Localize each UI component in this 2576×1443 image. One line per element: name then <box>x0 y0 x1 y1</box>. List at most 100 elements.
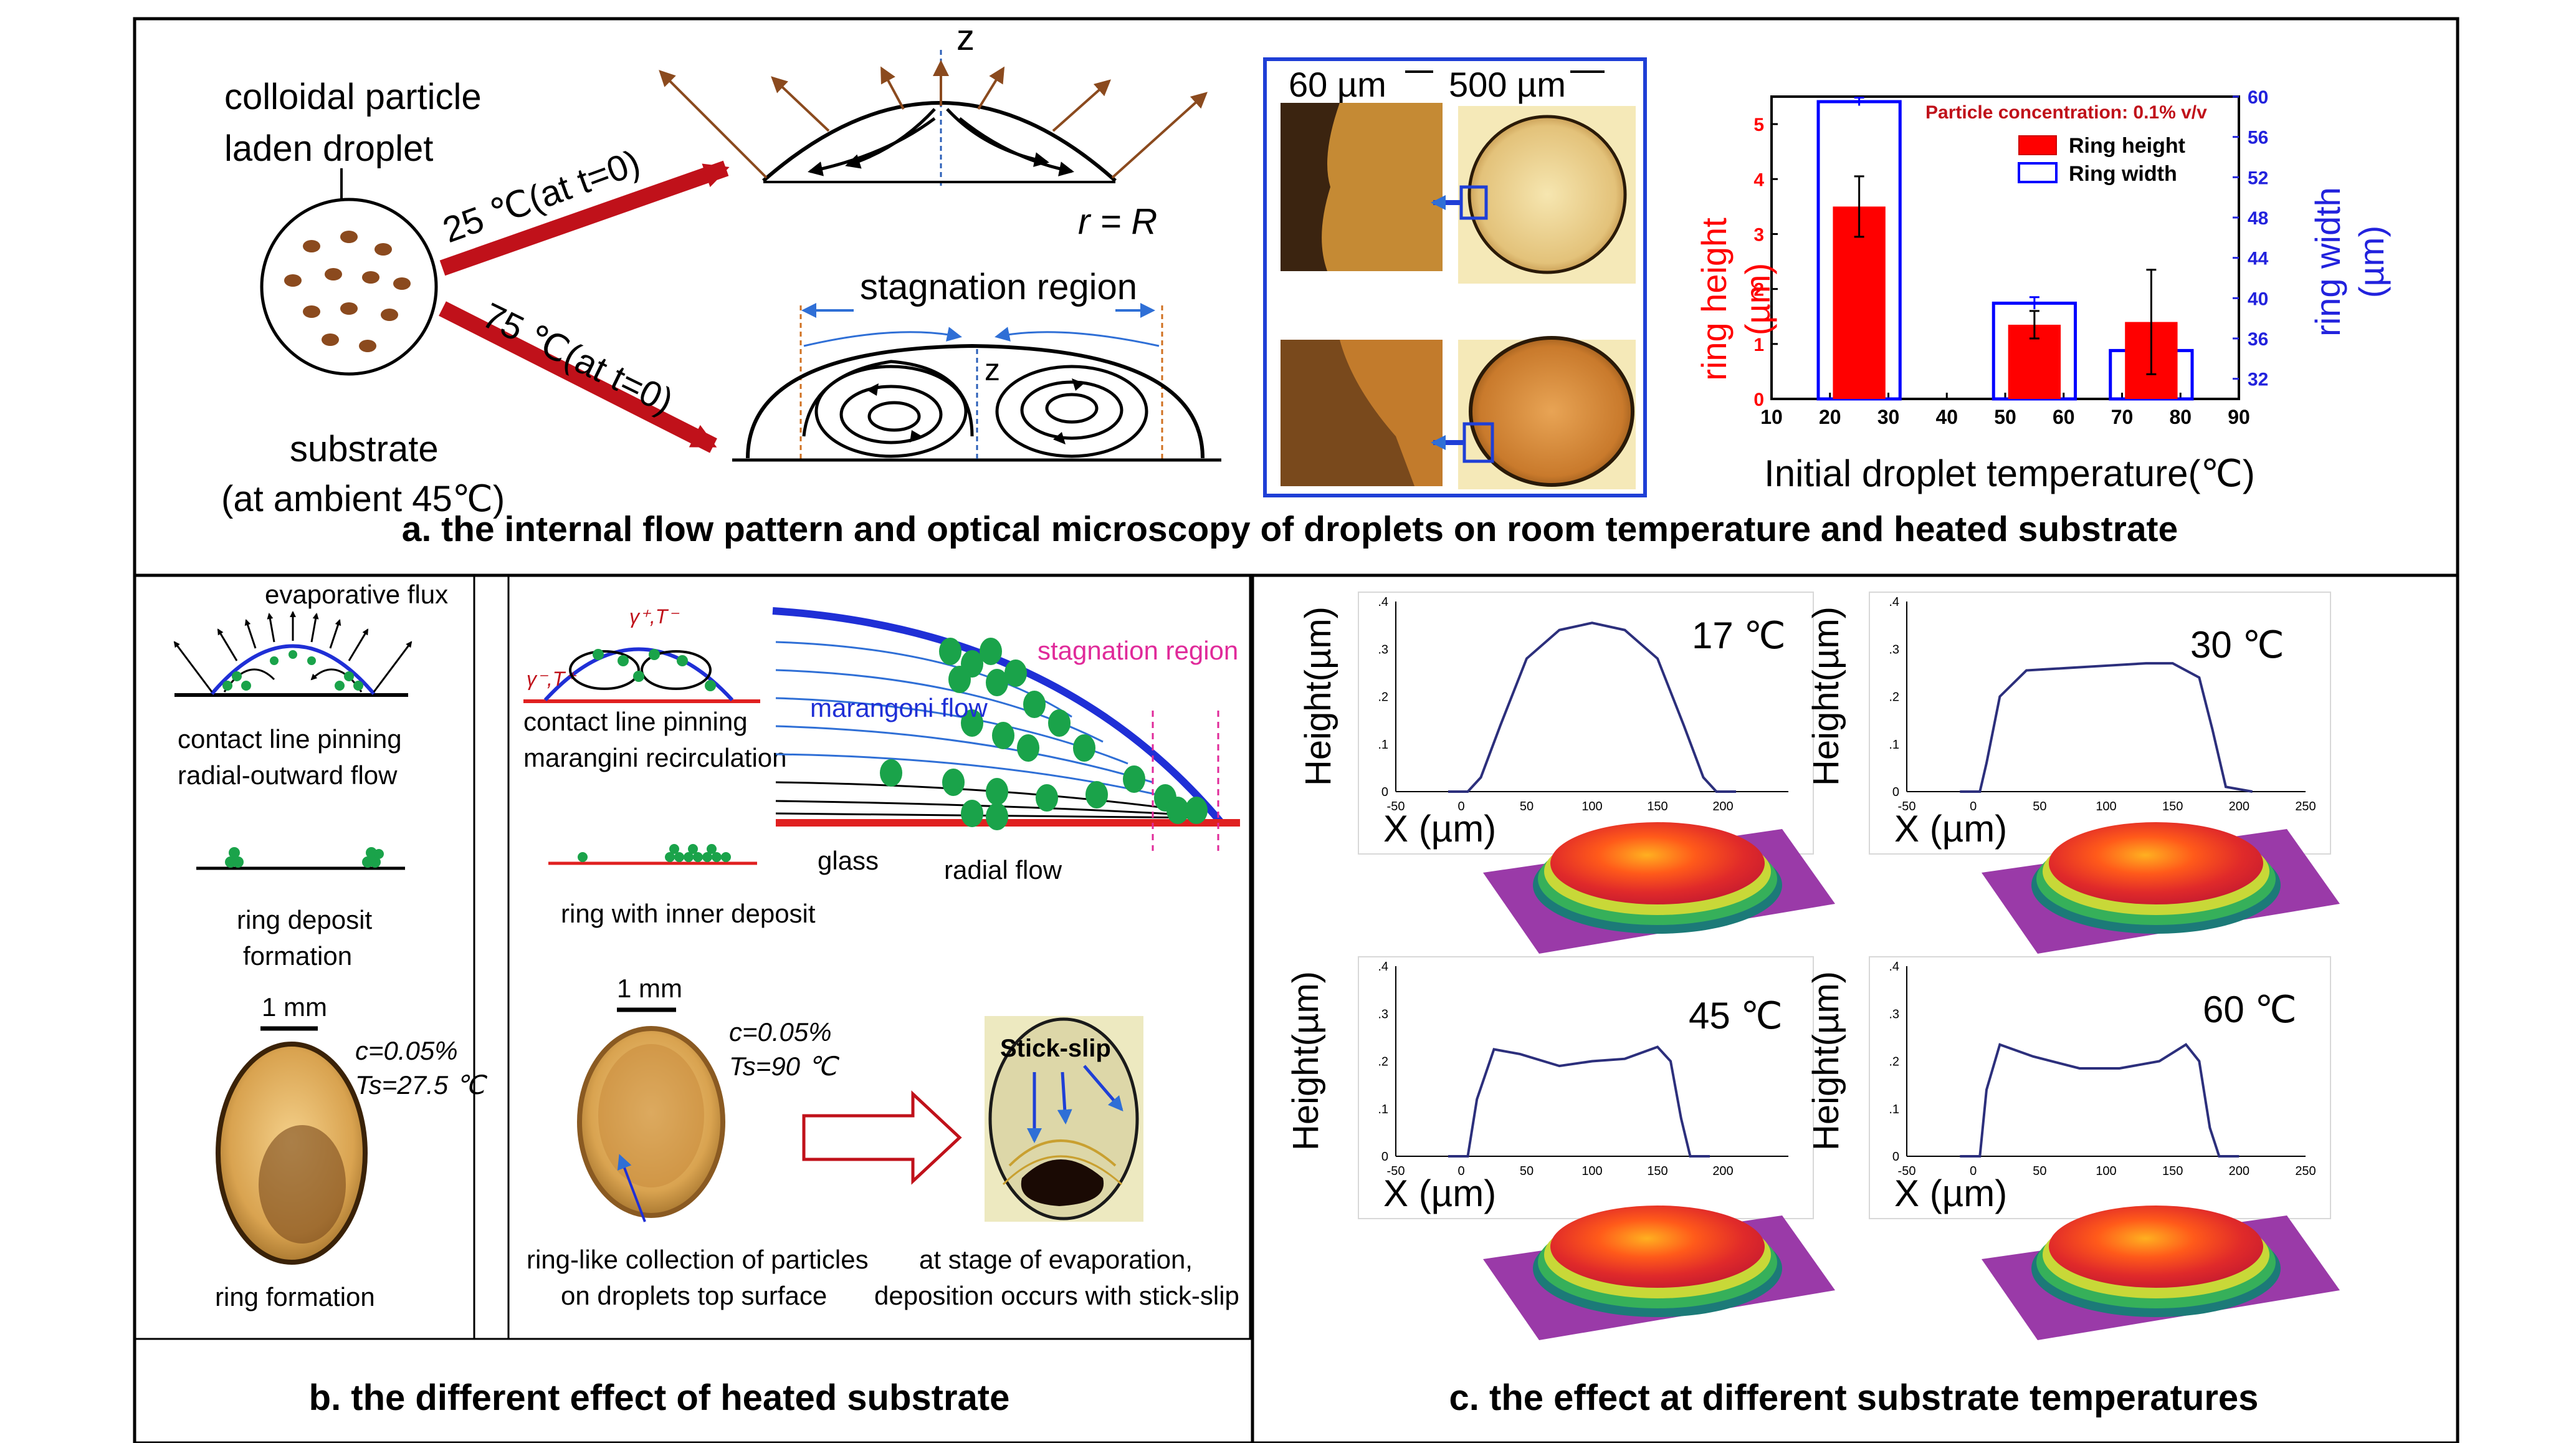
profile-x-tick-label: 200 <box>1712 800 1733 813</box>
bar-y-left-tick-label: 0 <box>1753 390 1764 410</box>
profile-x-axis-label: X (µm) <box>1383 808 1496 850</box>
ring-inner-label: ring with inner deposit <box>561 899 816 928</box>
stagnation-label-a: stagnation region <box>860 267 1137 307</box>
profile-x-axis-label: X (µm) <box>1894 1172 2007 1214</box>
profile-x-tick-label: 100 <box>2096 800 2116 813</box>
ringlike-label-1: ring-like collection of particles <box>527 1245 869 1274</box>
hollow-arrow <box>802 1090 962 1185</box>
profile-x-tick-label: 150 <box>2162 1164 2183 1178</box>
glass-label: glass <box>818 846 879 875</box>
marangoni-sketch: γ⁺,T⁻ γ⁻,T⁺ <box>523 605 760 703</box>
bar-x-tick-label: 40 <box>1935 406 1958 428</box>
profile-temperature-label: 45 ℃ <box>1689 995 1783 1037</box>
micrograph-panel: 60 µm 500 µm <box>1263 57 1647 497</box>
panel-a-caption: a. the internal flow pattern and optical… <box>402 509 2178 549</box>
profile-y-tick-label: .4 <box>1378 960 1388 974</box>
profile-x-tick-label: 50 <box>1520 1164 1534 1178</box>
profile-y-tick-label: .1 <box>1889 738 1899 752</box>
stagnation-label-b: stagnation region <box>1038 636 1238 665</box>
bar-y-right-tick-label: 36 <box>2248 329 2268 350</box>
ts-value-b: Ts=90 ℃ <box>729 1052 840 1081</box>
panel-c-caption: c. the effect at different substrate tem… <box>1449 1378 2259 1418</box>
profile-y-axis-label: Height(µm) <box>1806 971 1846 1151</box>
bar-y-right-tick-label: 56 <box>2248 128 2268 148</box>
profile-y-axis-label: Height(µm) <box>1298 606 1338 786</box>
profile-temperature-label: 30 ℃ <box>2190 624 2284 666</box>
profile-y-tick-label: 0 <box>1381 785 1388 799</box>
bar-y-left-tick-label: 4 <box>1753 170 1764 190</box>
profile-x-tick-label: 250 <box>2295 1164 2316 1178</box>
panel-b: evaporative flux contact line pinning ra… <box>173 580 1240 1418</box>
bar-chart-ylabel-right: ring width <box>2308 187 2347 337</box>
bar-y-right-tick-label: 40 <box>2248 289 2268 309</box>
profile-y-tick-label: .1 <box>1378 738 1388 752</box>
scale-1mm-a: 1 mm <box>262 992 327 1022</box>
frames <box>133 17 2459 1443</box>
bar-chart-annotation: Particle concentration: 0.1% v/v <box>1925 102 2207 123</box>
stick-slip-micrograph: Stick-slip <box>985 1016 1143 1222</box>
profile-y-tick-label: 0 <box>1892 785 1899 799</box>
ring-deposit-2: formation <box>243 941 352 971</box>
evaporative-flux-label: evaporative flux <box>265 580 448 609</box>
bar-chart-ylabel-left: ring height <box>1694 218 1734 381</box>
droplet-label-line1: colloidal particle <box>224 77 482 117</box>
substrate-label: substrate <box>290 429 439 469</box>
profile-x-tick-label: 50 <box>2033 800 2046 813</box>
profile-x-tick-label: 200 <box>2229 1164 2249 1178</box>
marangoni-label-2: marangini recirculation <box>523 743 787 772</box>
legend-height-swatch <box>2018 135 2057 155</box>
bar-ring-height <box>1833 206 1886 399</box>
scale-500um: 500 µm <box>1449 65 1566 104</box>
radial-flow-label: radial flow <box>944 855 1062 884</box>
bar-y-right-tick-label: 60 <box>2248 87 2268 108</box>
profile-x-tick-label: 100 <box>2096 1164 2116 1178</box>
legend-width-label: Ring width <box>2069 162 2177 186</box>
surface-3d-17c <box>1483 822 1835 954</box>
profile-x-tick-label: 0 <box>1457 800 1464 813</box>
profile-x-tick-label: 50 <box>1520 800 1534 813</box>
ring-formation-label: ring formation <box>215 1282 375 1311</box>
surface-3d-45c <box>1483 1206 1835 1340</box>
profile-y-tick-label: .1 <box>1889 1103 1899 1116</box>
legend-height-label: Ring height <box>2069 134 2185 158</box>
bar-chart-ylabel-right-unit: (µm) <box>2352 226 2391 298</box>
bar-y-left-tick-label: 2 <box>1753 280 1764 300</box>
c-value-b: c=0.05% <box>729 1017 832 1047</box>
bar-y-right-tick-label: 52 <box>2248 168 2268 188</box>
substrate-ambient: (at ambient 45℃) <box>221 479 505 519</box>
scale-60um: 60 µm <box>1289 65 1386 104</box>
profile-x-tick-label: 150 <box>2162 800 2183 813</box>
surface-3d-60c <box>1982 1206 2340 1340</box>
legend-width-swatch <box>2018 162 2058 183</box>
marangoni-flow-label: marangoni flow <box>810 693 988 722</box>
r-equals-R: r = R <box>1078 201 1157 242</box>
evaporation-droplet <box>173 611 413 697</box>
arrow-75-label: 75 ℃(at t=0) <box>476 295 679 422</box>
profile-y-tick-label: .3 <box>1378 643 1388 656</box>
profile-x-tick-label: -50 <box>1898 800 1916 813</box>
bar-x-tick-label: 60 <box>2053 406 2075 428</box>
bar-y-right-tick-label: 32 <box>2248 370 2268 390</box>
ts-value-a: Ts=27.5 ℃ <box>355 1070 488 1100</box>
stick-slip-label: Stick-slip <box>1000 1035 1111 1062</box>
stage-label-2: deposition occurs with stick-slip <box>874 1281 1239 1310</box>
bar-y-left-tick-label: 1 <box>1753 335 1764 355</box>
bar-chart-ylabel-left-unit: (µm) <box>1738 263 1777 335</box>
profile-x-axis-label: X (µm) <box>1894 808 2007 850</box>
panel-b-caption: b. the different effect of heated substr… <box>309 1378 1010 1418</box>
stage-label-1: at stage of evaporation, <box>919 1245 1193 1274</box>
ringlike-label-2: on droplets top surface <box>561 1281 827 1310</box>
bar-y-left-tick-label: 5 <box>1753 115 1764 135</box>
profile-x-tick-label: -50 <box>1898 1164 1916 1178</box>
bar-x-tick-label: 50 <box>1994 406 2016 428</box>
ring-deposit-1: ring deposit <box>237 905 372 934</box>
pinning-label-1: contact line pinning <box>178 724 402 754</box>
profile-y-axis-label: Height(µm) <box>1806 606 1846 786</box>
profile-y-tick-label: .4 <box>1889 960 1899 974</box>
profile-x-tick-label: 0 <box>1970 800 1977 813</box>
bar-x-tick-label: 80 <box>2169 406 2192 428</box>
profile-x-tick-label: 200 <box>1712 1164 1733 1178</box>
profile-x-tick-label: 0 <box>1457 1164 1464 1178</box>
profile-x-tick-label: 150 <box>1647 800 1667 813</box>
